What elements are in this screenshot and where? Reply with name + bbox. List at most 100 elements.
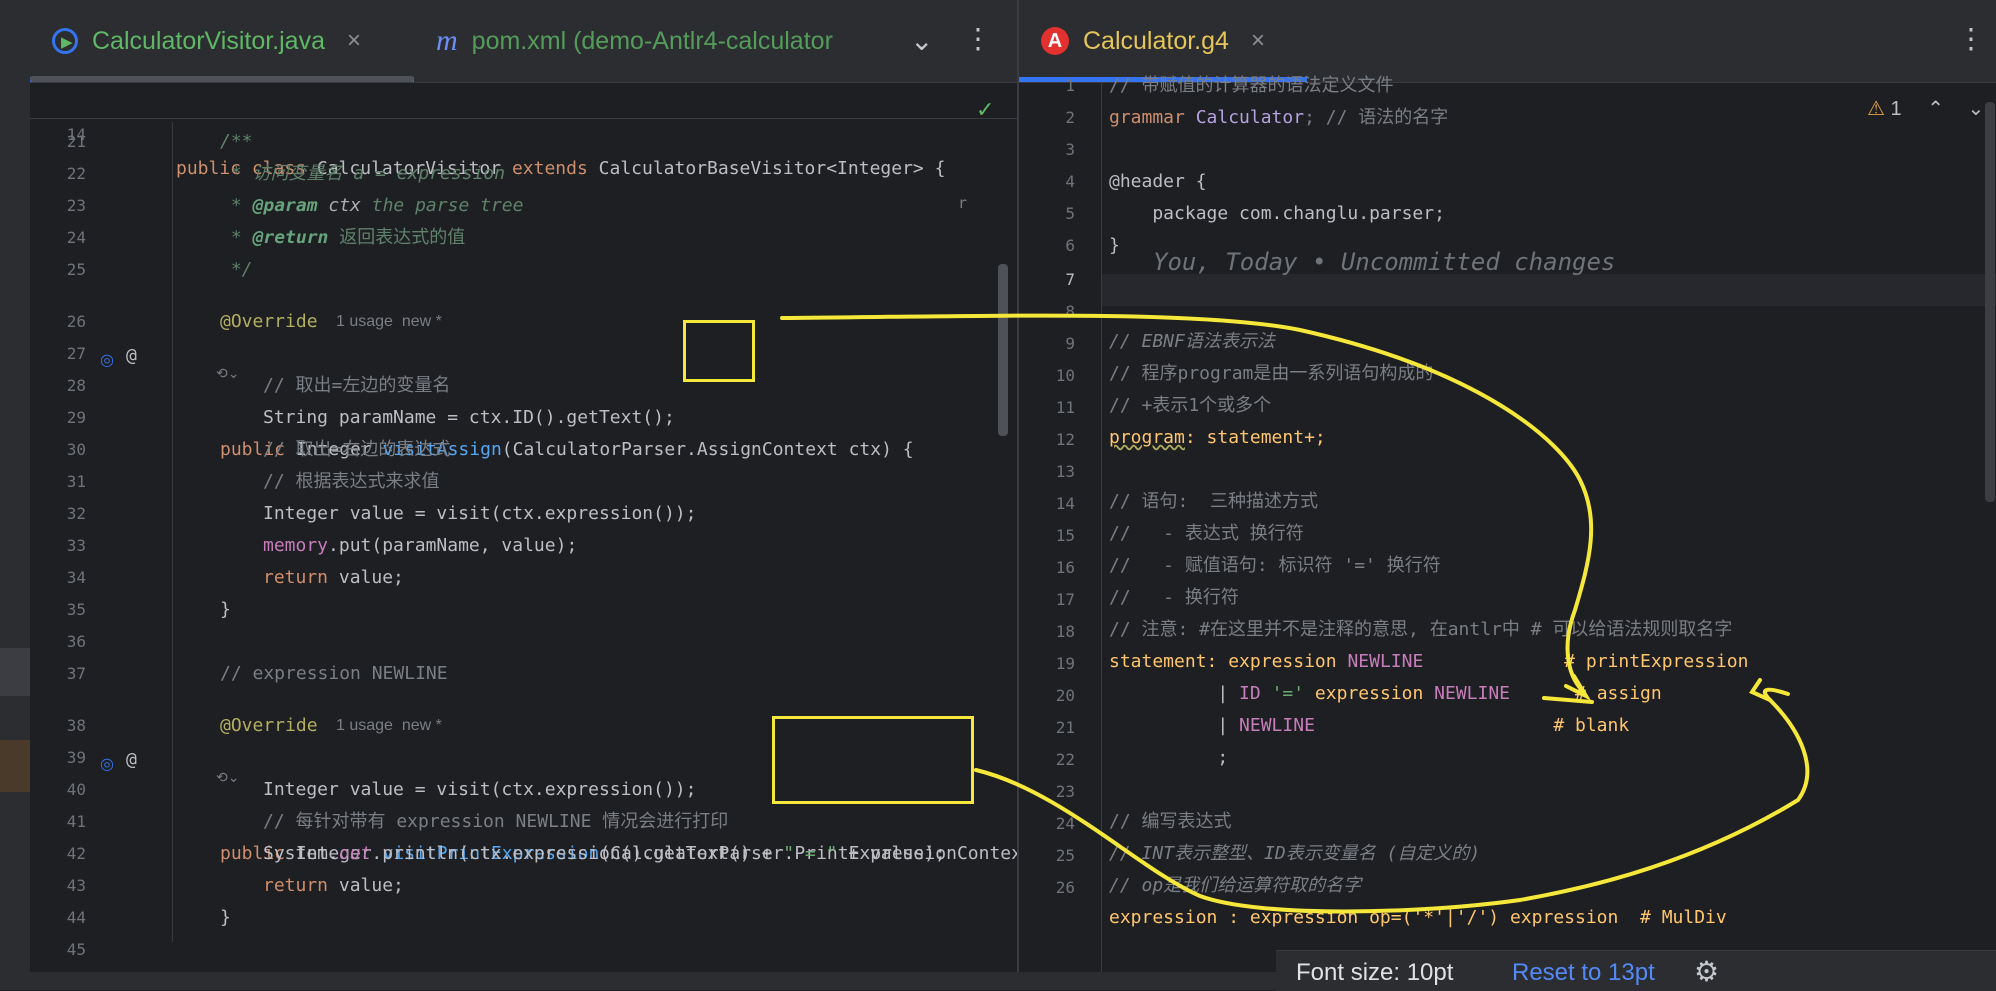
- comment[interactable]: // 编写表达式: [1109, 811, 1232, 832]
- line-number[interactable]: 9: [1065, 334, 1075, 353]
- author-inlay-icon[interactable]: ⟲⌄: [216, 366, 240, 382]
- line-number[interactable]: 1: [1065, 76, 1075, 95]
- line-number[interactable]: 8: [1065, 302, 1075, 321]
- line-number[interactable]: 25: [66, 260, 86, 279]
- line-number[interactable]: 30: [66, 440, 86, 459]
- line-number[interactable]: 16: [1055, 558, 1075, 577]
- line-number[interactable]: 3: [1065, 140, 1075, 159]
- line-number[interactable]: 25: [1055, 846, 1075, 865]
- line-number[interactable]: 5: [1065, 204, 1075, 223]
- line-number[interactable]: 13: [1055, 462, 1075, 481]
- code-line[interactable]: */: [220, 259, 253, 280]
- line-number[interactable]: 39: [66, 748, 86, 767]
- line-number[interactable]: 31: [66, 472, 86, 491]
- code-line[interactable]: * 访问变量名: [220, 163, 354, 184]
- code-line[interactable]: }: [1109, 235, 1120, 256]
- code-line[interactable]: Integer value = visit(ctx.expression());: [263, 503, 697, 524]
- line-number[interactable]: 20: [1055, 686, 1075, 705]
- override-gutter-icon[interactable]: @: [126, 345, 137, 366]
- inspection-widget[interactable]: ⚠ 1 ⌃ ⌄: [1867, 96, 1984, 121]
- line-number[interactable]: 12: [1055, 430, 1075, 449]
- line-number[interactable]: 22: [66, 164, 86, 183]
- line-number[interactable]: 10: [1055, 366, 1075, 385]
- line-number[interactable]: 7: [1065, 270, 1075, 289]
- line-number[interactable]: 43: [66, 876, 86, 895]
- code-line[interactable]: Integer value = visit(ctx.expression());: [263, 779, 697, 800]
- more-options-icon[interactable]: ⋮: [1957, 22, 1985, 55]
- usage-inlay-hint[interactable]: 1 usage new *: [336, 717, 442, 734]
- pane-divider[interactable]: [1017, 0, 1019, 990]
- close-tab-icon[interactable]: ×: [1250, 27, 1265, 54]
- line-number[interactable]: 41: [66, 812, 86, 831]
- code-line[interactable]: ;: [1109, 747, 1229, 768]
- implements-gutter-icon[interactable]: ◎: [100, 754, 114, 773]
- rule-name[interactable]: statement: [1109, 651, 1207, 672]
- comment[interactable]: // INT表示整型、ID表示变量名 (自定义的): [1109, 843, 1481, 864]
- usage-inlay-hint[interactable]: 1 usage new *: [336, 313, 442, 330]
- line-number[interactable]: 40: [66, 780, 86, 799]
- code-line[interactable]: }: [220, 907, 231, 928]
- code-line[interactable]: package com.changlu.parser;: [1109, 203, 1445, 224]
- vertical-scrollbar-thumb[interactable]: [1985, 102, 1995, 502]
- line-number[interactable]: 29: [66, 408, 86, 427]
- line-number[interactable]: 33: [66, 536, 86, 555]
- line-number[interactable]: 22: [1055, 750, 1075, 769]
- implements-gutter-icon[interactable]: ◎: [100, 350, 114, 369]
- rule-name[interactable]: expression: [1109, 907, 1218, 928]
- tab-scrollbar[interactable]: [30, 76, 414, 82]
- git-blame-hint[interactable]: You, Today • Uncommitted changes: [1153, 248, 1616, 276]
- comment[interactable]: // - 换行符: [1109, 587, 1239, 608]
- line-number[interactable]: 26: [1055, 878, 1075, 897]
- comment[interactable]: // 取出=右边的表达式: [263, 439, 451, 460]
- line-number[interactable]: 28: [66, 376, 86, 395]
- line-number[interactable]: 17: [1055, 590, 1075, 609]
- comment[interactable]: // - 赋值语句: 标识符 '=' 换行符: [1109, 555, 1441, 576]
- line-number[interactable]: 15: [1055, 526, 1075, 545]
- chevron-down-icon[interactable]: ⌄: [910, 24, 934, 57]
- tab-calculator-visitor[interactable]: ▶ CalculatorVisitor.java ×: [52, 0, 361, 82]
- tab-calculator-g4[interactable]: A Calculator.g4 ×: [1041, 0, 1265, 82]
- code-line[interactable]: String paramName = ctx.ID().getText();: [263, 407, 675, 428]
- line-number[interactable]: 21: [66, 132, 86, 151]
- method-name[interactable]: visitPrintExpression: [382, 843, 600, 864]
- line-number[interactable]: 11: [1055, 398, 1075, 417]
- gear-icon[interactable]: ⚙: [1694, 955, 1720, 988]
- sticky-header[interactable]: 14 public class CalculatorVisitor extend…: [30, 84, 1017, 212]
- line-number[interactable]: 38: [66, 716, 86, 735]
- comment[interactable]: // 根据表达式来求值: [263, 471, 440, 492]
- line-number[interactable]: 24: [66, 228, 86, 247]
- line-number[interactable]: 6: [1065, 236, 1075, 255]
- line-number[interactable]: 18: [1055, 622, 1075, 641]
- line-number[interactable]: 21: [1055, 718, 1075, 737]
- comment[interactable]: // 语句: 三种描述方式: [1109, 491, 1319, 512]
- rule-name[interactable]: program: [1109, 427, 1185, 448]
- comment[interactable]: // op是我们给运算符取的名字: [1109, 875, 1362, 896]
- line-number[interactable]: 45: [66, 940, 86, 959]
- line-number[interactable]: 32: [66, 504, 86, 523]
- comment[interactable]: // 取出=左边的变量名: [263, 375, 451, 396]
- line-number[interactable]: 42: [66, 844, 86, 863]
- comment[interactable]: // expression NEWLINE: [220, 663, 448, 684]
- line-number[interactable]: 34: [66, 568, 86, 587]
- author-inlay-icon[interactable]: ⟲⌄: [216, 770, 240, 786]
- line-number[interactable]: 14: [1055, 494, 1075, 513]
- override-gutter-icon[interactable]: @: [126, 749, 137, 770]
- annotation[interactable]: @Override: [220, 715, 318, 736]
- line-number[interactable]: 35: [66, 600, 86, 619]
- annotation[interactable]: @Override: [220, 311, 318, 332]
- comment[interactable]: // EBNF语法表示法: [1109, 331, 1275, 352]
- line-number[interactable]: 26: [66, 312, 86, 331]
- comment[interactable]: // 注意: #在这里并不是注释的意思, 在antlr中 # 可以给语法规则取名…: [1109, 619, 1733, 640]
- chevron-up-icon[interactable]: ⌃: [1927, 96, 1944, 120]
- line-number[interactable]: 23: [66, 196, 86, 215]
- line-number[interactable]: 24: [1055, 814, 1075, 833]
- reset-font-link[interactable]: Reset to 13pt: [1512, 959, 1655, 986]
- code-line[interactable]: }: [220, 599, 231, 620]
- comment[interactable]: // - 表达式 换行符: [1109, 523, 1304, 544]
- method-name[interactable]: visitAssign: [382, 439, 502, 460]
- line-number[interactable]: 37: [66, 664, 86, 683]
- line-number[interactable]: 2: [1065, 108, 1075, 127]
- more-options-icon[interactable]: ⋮: [964, 22, 992, 55]
- vertical-scrollbar-thumb[interactable]: [998, 264, 1008, 436]
- comment[interactable]: // 每针对带有 expression NEWLINE 情况会进行打印: [263, 811, 729, 832]
